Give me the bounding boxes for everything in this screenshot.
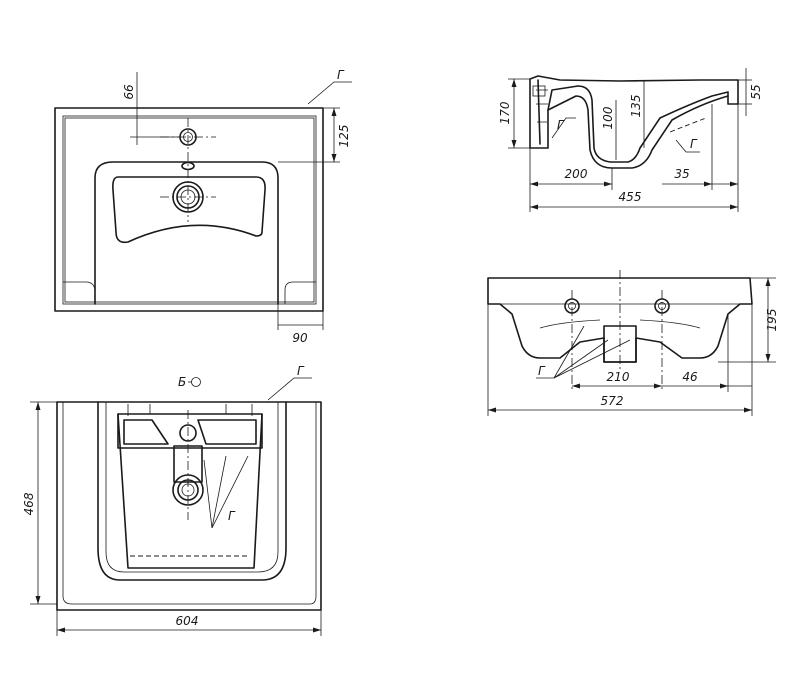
dim-572-arrow-a (488, 407, 496, 413)
side-view-wall (537, 79, 729, 169)
bottom-view-leader-g-top (267, 377, 312, 401)
bottom-view-leader-g-b (211, 455, 249, 529)
side-view-g-label-a: Г (557, 118, 565, 132)
dim-455-arrow-b (730, 204, 738, 210)
dim-170-arrow-a (511, 79, 517, 87)
top-view-g-label: Г (337, 68, 345, 82)
dim-455-label: 455 (619, 190, 642, 204)
view-b-label: Б (178, 375, 186, 389)
dim-170-label: 170 (498, 101, 512, 124)
dim-468-arrow-a (35, 402, 41, 410)
bottom-view-g-label: Г (228, 509, 236, 523)
top-view-right-ledge (284, 281, 316, 304)
bottom-view-bowl-inner (105, 402, 279, 573)
bottom-view-leader-g-a (211, 455, 227, 529)
bottom-view-leader-g-c (203, 459, 213, 529)
bottom-view-base (117, 413, 263, 569)
dim-46-label: 46 (682, 370, 698, 384)
dim-200-arrow-a (530, 181, 538, 187)
dim-210-label: 210 (607, 370, 630, 384)
top-view-basin (112, 176, 266, 244)
top-view-leader-g (307, 81, 352, 105)
top-view-rim-inner (64, 117, 315, 303)
bottom-view-bowl (97, 401, 287, 581)
dim-170-arrow-b (511, 140, 517, 148)
side-view-hidden (669, 117, 707, 133)
dim-200-arrow-b (604, 181, 612, 187)
dim-200-label: 200 (565, 167, 588, 181)
dim-35-arrow-b (730, 181, 738, 187)
front-view-bowl-line (539, 319, 701, 329)
dim-46-arrow (720, 383, 728, 389)
dim-468-label: 468 (22, 492, 36, 515)
top-view-bowl (94, 161, 279, 305)
dim-35-arrow-a (704, 181, 712, 187)
view-marker-icon (191, 377, 201, 387)
front-view-leader-g-b (553, 339, 609, 379)
dim-572-label: 572 (601, 394, 624, 408)
side-view-outline (529, 75, 739, 163)
dim-210-arrow-b (654, 383, 662, 389)
bottom-view-ribs (127, 404, 253, 416)
dim-35-label: 35 (674, 167, 689, 181)
dim-195-label: 195 (765, 309, 779, 332)
dim-90-label: 90 (292, 331, 308, 345)
dim-55-label: 55 (749, 84, 763, 99)
bottom-view-bracket (117, 413, 263, 449)
side-view-bracket (536, 89, 548, 123)
dim-135-label: 135 (629, 95, 643, 118)
bottom-view-g-label-top: Г (297, 364, 305, 378)
top-view: 66 125 90 Г (54, 68, 352, 345)
dim-604-arrow-b (313, 627, 321, 633)
bottom-view-bracket-left (123, 419, 169, 445)
dim-604-arrow-a (57, 627, 65, 633)
dim-125-arrow-b (331, 154, 337, 162)
front-view-leader-g-a (553, 325, 585, 379)
side-view-leader-g-b (675, 139, 700, 153)
bottom-view-rim (62, 402, 317, 605)
dim-195-arrow-a (765, 278, 771, 286)
dim-468-arrow-b (35, 596, 41, 604)
front-view-leader-g-c (553, 339, 631, 379)
front-view: 195 210 46 572 Г (487, 270, 779, 416)
dim-210-arrow-a (572, 383, 580, 389)
dim-100-label: 100 (601, 106, 615, 129)
side-view-mount (532, 85, 546, 97)
bottom-view-outline (56, 401, 322, 611)
side-view-g-label-b: Г (690, 137, 698, 151)
front-view-g-label: Г (538, 364, 546, 378)
bottom-view-bracket-right (197, 419, 257, 445)
side-view-leader-g-a (551, 117, 576, 139)
dim-572-arrow-b (744, 407, 752, 413)
dim-604-label: 604 (176, 614, 199, 628)
dim-455-arrow-a (530, 204, 538, 210)
dim-125-label: 125 (337, 125, 351, 148)
top-view-left-ledge (63, 281, 96, 293)
dim-195-arrow-b (765, 354, 771, 362)
top-view-outline (54, 107, 324, 312)
dim-66-label: 66 (122, 84, 136, 100)
bottom-view: Б Г Г 468 604 (22, 364, 322, 636)
dim-125-arrow-a (331, 108, 337, 116)
side-view: 170 100 135 55 200 35 455 Г (498, 68, 763, 212)
top-view-rim (62, 115, 317, 305)
